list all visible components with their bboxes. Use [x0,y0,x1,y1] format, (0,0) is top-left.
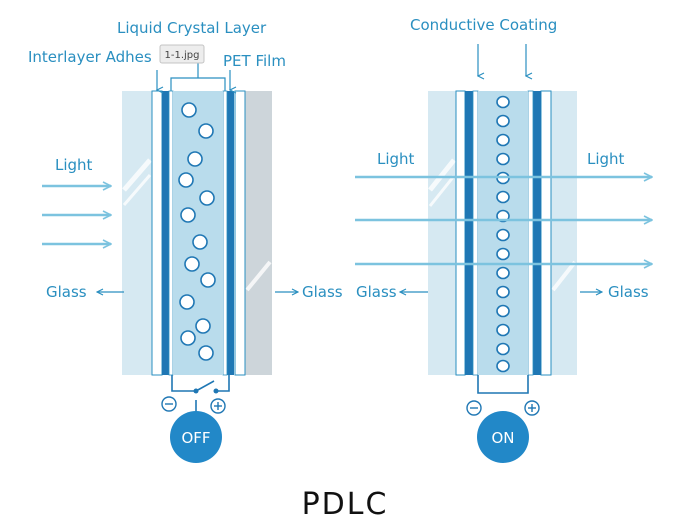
liquid-crystal-droplets-on [496,95,510,373]
light-label-off: Light [55,156,93,174]
liquid-crystal-layer-label: Liquid Crystal Layer [117,19,267,37]
liquid-crystal-layer-off [173,91,223,375]
light-label-on-right: Light [587,150,625,168]
glass-label-on-left: Glass [356,283,397,301]
off-state-badge [170,411,222,463]
on-panel: ON [355,44,652,463]
pet-film-electrode-right [227,91,234,375]
off-state-label: OFF [181,429,210,447]
interlayer-adhesive-label: Interlayer Adhes [28,48,152,66]
positive-terminal-icon [210,398,226,414]
glass-label-off-right: Glass [302,283,343,301]
glass-label-on-right: Glass [608,283,649,301]
glass-label-off-left: Glass [46,283,87,301]
conductive-electrode-right [533,91,541,375]
glass-pane-right [245,91,272,375]
glass-pane-right-on [551,91,577,375]
conductive-electrode-left [465,91,473,375]
glass-pane-left [122,91,152,375]
on-state-label: ON [491,429,514,447]
circuit-on [477,375,529,394]
light-arrows-on [355,177,652,264]
negative-terminal-icon-on [466,400,482,416]
pet-film-label: PET Film [223,52,286,70]
positive-terminal-icon-on [524,400,540,416]
on-state-badge [477,411,529,463]
filename-tooltip: 1-1.jpg [159,44,205,64]
light-label-on-left: Light [377,150,415,168]
off-panel: OFF [42,50,298,463]
negative-terminal-icon [161,396,177,412]
conductive-coating-label: Conductive Coating [410,16,557,34]
glass-pane-left-on [428,91,456,375]
tooltip-text: 1-1.jpg [165,50,200,61]
light-arrows-off [42,186,111,244]
diagram-title: PDLC [302,487,389,522]
circuit-off [171,375,230,414]
liquid-crystal-droplets-off [178,102,216,361]
pet-film-electrode-left [162,91,169,375]
